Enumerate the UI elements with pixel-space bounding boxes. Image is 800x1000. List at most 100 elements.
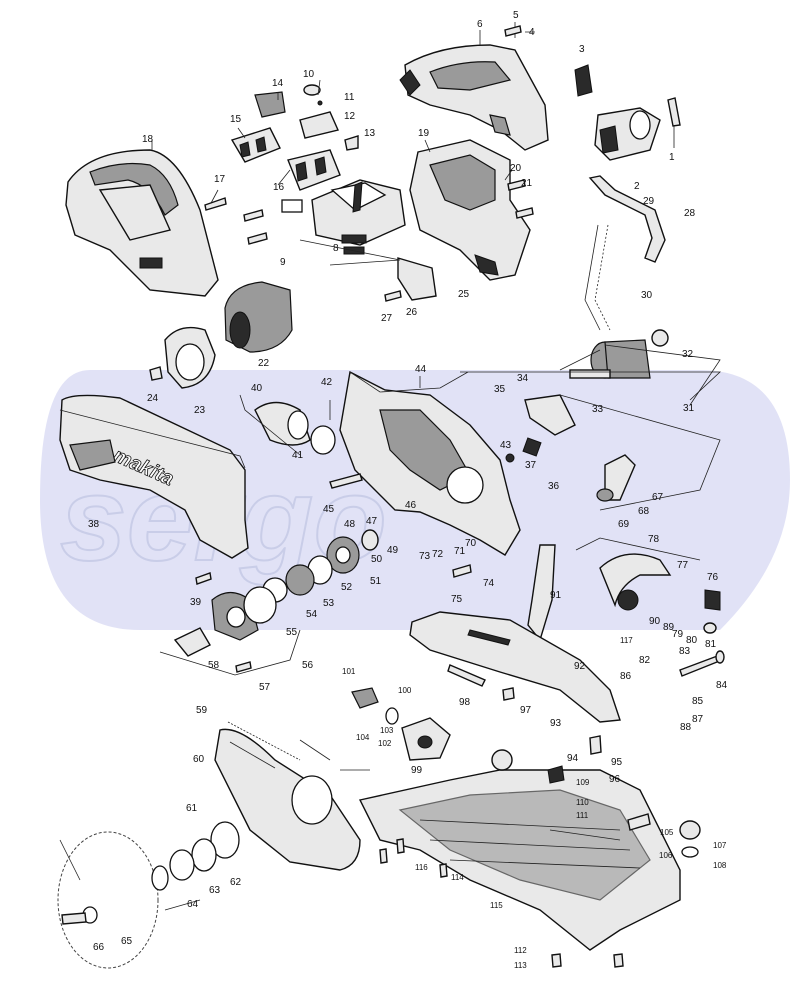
label-95: 95 (611, 757, 623, 768)
motor-housing-bottom (409, 139, 531, 281)
label-61: 61 (186, 803, 198, 814)
label-77: 77 (677, 560, 689, 571)
label-100: 100 (398, 686, 412, 695)
plate-26 (397, 257, 437, 301)
label-28: 28 (684, 208, 696, 219)
label-53: 53 (323, 598, 335, 609)
label-80: 80 (686, 635, 698, 646)
label-20: 20 (510, 163, 522, 174)
label-50: 50 (371, 554, 383, 565)
knobs (491, 749, 701, 858)
label-44: 44 (415, 364, 427, 375)
label-39: 39 (190, 597, 202, 608)
pin-84 (679, 650, 725, 677)
label-25: 25 (458, 289, 470, 300)
label-78: 78 (648, 534, 660, 545)
bearings (262, 529, 379, 603)
label-2: 2 (634, 181, 640, 192)
label-55: 55 (286, 627, 298, 638)
controller-unit (311, 179, 406, 255)
label-51: 51 (370, 576, 382, 587)
label-45: 45 (323, 504, 335, 515)
label-74: 74 (483, 578, 495, 589)
motor-housing-top (399, 44, 549, 151)
label-12: 12 (344, 111, 356, 122)
label-110: 110 (576, 798, 589, 807)
label-29: 29 (643, 196, 655, 207)
lever-29 (588, 175, 666, 263)
label-21: 21 (521, 178, 533, 189)
label-1: 1 (669, 152, 675, 163)
label-75: 75 (451, 594, 463, 605)
gear-housing (339, 370, 521, 556)
label-8: 8 (333, 243, 339, 254)
label-9: 9 (280, 257, 286, 268)
label-3: 3 (579, 44, 585, 55)
label-96: 96 (609, 774, 621, 785)
label-32: 32 (682, 349, 694, 360)
label-52: 52 (341, 582, 353, 593)
label-18: 18 (142, 134, 154, 145)
label-89: 89 (663, 622, 675, 633)
label-98: 98 (459, 697, 471, 708)
label-105: 105 (660, 828, 674, 837)
label-46: 46 (405, 500, 417, 511)
label-69: 69 (618, 519, 630, 530)
label-86: 86 (620, 671, 632, 682)
lower-blade-guard (214, 728, 361, 871)
upper-blade-guard: makita (59, 394, 249, 559)
label-38: 38 (88, 519, 100, 530)
base-plate (358, 769, 681, 951)
label-87: 87 (692, 714, 704, 725)
label-10: 10 (303, 69, 315, 80)
label-27: 27 (381, 313, 393, 324)
base-rail (409, 611, 621, 723)
label-90: 90 (649, 616, 661, 627)
spring-59 (227, 721, 301, 761)
label-4: 4 (529, 27, 535, 38)
label-31: 31 (683, 403, 695, 414)
bevel-assembly (599, 553, 721, 634)
label-113: 113 (514, 961, 527, 970)
label-97: 97 (520, 705, 532, 716)
switch-parts (230, 91, 341, 213)
part-101 (351, 687, 399, 725)
label-15: 15 (230, 114, 242, 125)
label-47: 47 (366, 516, 378, 527)
label-117: 117 (620, 636, 633, 645)
label-82: 82 (639, 655, 651, 666)
label-112: 112 (514, 946, 527, 955)
label-91: 91 (550, 590, 562, 601)
label-43: 43 (500, 440, 512, 451)
fan-baffle (164, 326, 216, 389)
label-68: 68 (638, 506, 650, 517)
label-64: 64 (187, 899, 199, 910)
label-94: 94 (567, 753, 579, 764)
label-109: 109 (576, 778, 590, 787)
label-62: 62 (230, 877, 242, 888)
label-66: 66 (93, 942, 105, 953)
label-93: 93 (550, 718, 562, 729)
label-59: 59 (196, 705, 208, 716)
switch-small-parts (299, 84, 359, 151)
label-72: 72 (432, 549, 444, 560)
label-14: 14 (272, 78, 284, 89)
label-111: 111 (576, 811, 589, 820)
label-22: 22 (258, 358, 270, 369)
label-70: 70 (465, 538, 477, 549)
part-67 (596, 454, 636, 502)
label-114: 114 (451, 873, 464, 882)
label-116: 116 (415, 863, 428, 872)
spring-rods (584, 224, 611, 331)
parts-34-37 (505, 394, 576, 463)
label-19: 19 (418, 128, 430, 139)
label-58: 58 (208, 660, 220, 671)
handle-housing (65, 149, 219, 297)
label-104: 104 (356, 733, 370, 742)
label-81: 81 (705, 639, 717, 650)
label-6: 6 (477, 19, 483, 30)
washers (151, 821, 240, 891)
screws (61, 25, 681, 968)
label-56: 56 (302, 660, 314, 671)
